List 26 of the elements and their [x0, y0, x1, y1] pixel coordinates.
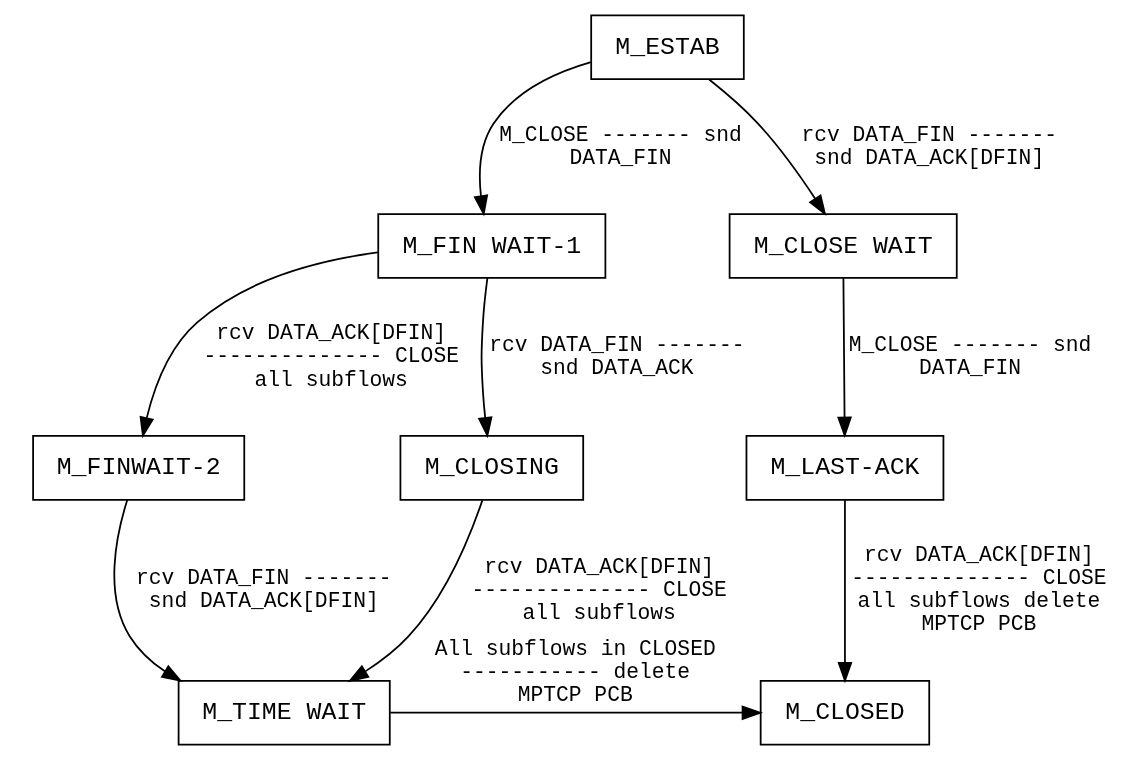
arrow — [708, 78, 827, 217]
arrow — [347, 499, 484, 683]
arrow — [389, 705, 763, 721]
edge-label: rcv DATA_ACK[DFIN] -------------- CLOSE all subflows — [203, 321, 459, 392]
edge-label: rcv DATA_FIN ------- snd DATA_ACK — [489, 332, 745, 380]
node-box: M_ESTAB — [590, 14, 745, 81]
node-box: M_FIN WAIT-1 — [377, 213, 607, 279]
edge-label: All subflows in CLOSED ----------- delete MPTCP PCB — [434, 637, 716, 708]
edge-label: M_CLOSE ------- snd DATA_FIN — [499, 122, 742, 170]
edge-label: rcv DATA_ACK[DFIN] -------------- CLOSE all subflows — [471, 554, 727, 625]
node-box: M_LAST-ACK — [745, 435, 945, 501]
arrow — [139, 251, 379, 439]
arrow — [837, 277, 852, 438]
arrow — [477, 277, 493, 439]
node-box: M_CLOSE WAIT — [728, 213, 958, 279]
arrow — [473, 61, 592, 217]
edge-label: rcv DATA_ACK[DFIN] -------------- CLOSE all subflows delete MPTCP PCB — [851, 543, 1107, 637]
node-box: M_FINWAIT-2 — [32, 435, 246, 501]
edge-label: M_CLOSE ------- snd DATA_FIN — [848, 332, 1092, 380]
edge-label: rcv DATA_FIN ------- snd DATA_ACK[DFIN] — [801, 122, 1057, 170]
arrow — [113, 499, 183, 682]
node-box: M_CLOSED — [759, 679, 931, 746]
node-box: M_CLOSING — [399, 435, 585, 501]
edge-label: rcv DATA_FIN ------- snd DATA_ACK[DFIN] — [136, 566, 392, 614]
arrow — [837, 499, 853, 684]
node-box: M_TIME WAIT — [177, 679, 391, 746]
